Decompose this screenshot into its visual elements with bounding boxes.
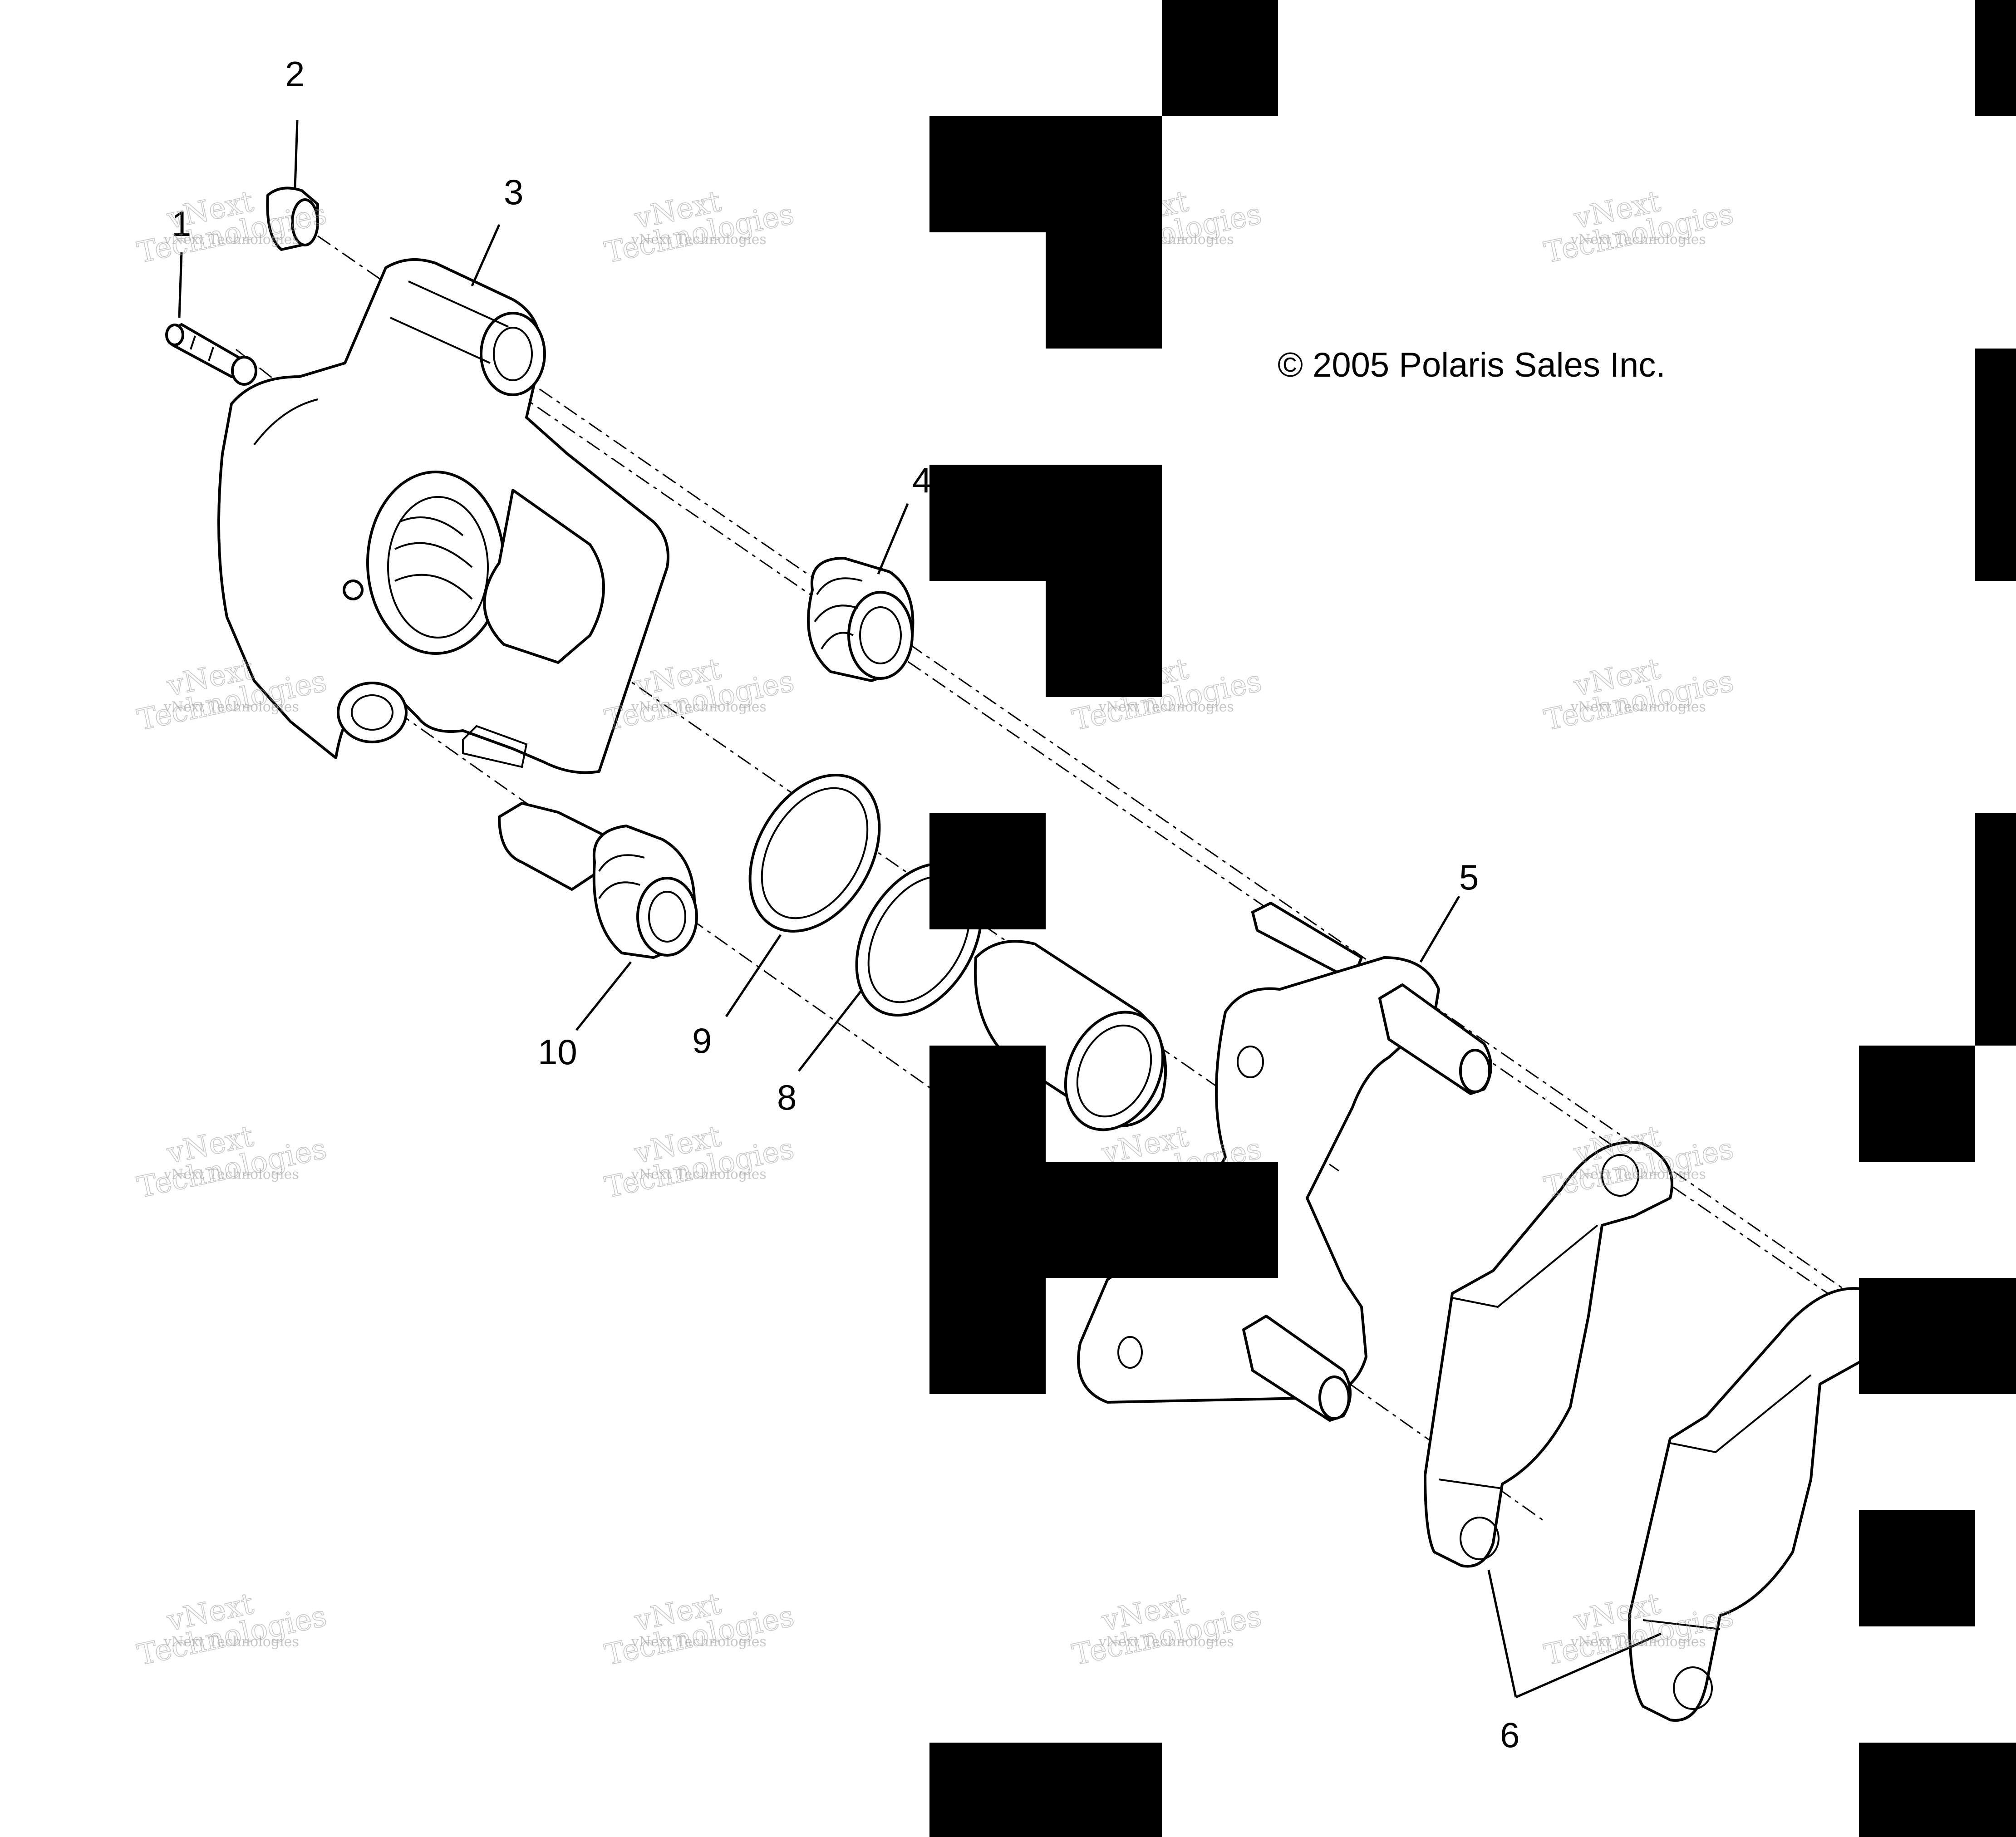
callout-6: 6 bbox=[1500, 1715, 1519, 1755]
redaction-block bbox=[929, 116, 1162, 232]
redaction-block bbox=[1859, 1046, 1975, 1162]
redaction-block bbox=[1975, 0, 2016, 116]
redaction-block bbox=[1046, 232, 1162, 349]
svg-text:vNext Technologies: vNext Technologies bbox=[163, 231, 299, 247]
redaction-block bbox=[929, 1743, 1162, 1837]
svg-text:vNext Technologies: vNext Technologies bbox=[163, 1166, 299, 1182]
svg-text:vNext Technologies: vNext Technologies bbox=[1570, 699, 1706, 715]
callout-9: 9 bbox=[692, 1021, 712, 1061]
seal-ring-part-9 bbox=[748, 774, 881, 933]
copyright-notice: © 2005 Polaris Sales Inc. bbox=[1278, 346, 1665, 384]
redaction-blocks bbox=[929, 0, 2016, 1837]
svg-text:vNext Technologies: vNext Technologies bbox=[163, 699, 299, 715]
svg-text:vNext Technologies: vNext Technologies bbox=[163, 1634, 299, 1650]
slide-pin-part-10 bbox=[498, 802, 698, 959]
callout-5: 5 bbox=[1459, 857, 1479, 897]
bleeder-screw-part-1 bbox=[165, 323, 257, 386]
svg-text:vNext Technologies: vNext Technologies bbox=[1570, 231, 1706, 247]
callout-4: 4 bbox=[912, 460, 932, 500]
svg-text:vNext Technologies: vNext Technologies bbox=[1570, 1166, 1706, 1182]
callout-10: 10 bbox=[538, 1032, 577, 1072]
dust-boot-part-4 bbox=[807, 557, 915, 682]
callout-2: 2 bbox=[285, 54, 305, 94]
copyright-text: © 2005 Polaris Sales Inc. bbox=[1278, 346, 1665, 384]
callout-8: 8 bbox=[777, 1077, 797, 1117]
svg-text:vNext Technologies: vNext Technologies bbox=[631, 699, 767, 715]
redaction-block bbox=[1859, 1743, 2016, 1837]
cap-part-2 bbox=[266, 187, 319, 251]
caliper-piston bbox=[974, 940, 1167, 1131]
callout-numbers: 1 2 3 4 5 6 8 9 10 bbox=[172, 54, 1519, 1755]
redaction-block bbox=[929, 813, 1046, 929]
redaction-block bbox=[1046, 581, 1162, 697]
svg-text:vNext Technologies: vNext Technologies bbox=[631, 1166, 767, 1182]
callout-3: 3 bbox=[504, 172, 523, 212]
callout-1: 1 bbox=[172, 204, 191, 244]
redaction-block bbox=[1162, 0, 1278, 116]
redaction-block bbox=[1975, 349, 2016, 581]
callout-leader-lines bbox=[178, 120, 1662, 1699]
svg-text:vNext Technologies: vNext Technologies bbox=[631, 231, 767, 247]
redaction-block bbox=[1046, 1162, 1278, 1278]
redaction-block bbox=[929, 465, 1162, 581]
redaction-block bbox=[1859, 1278, 2016, 1394]
redaction-block bbox=[1859, 1510, 1975, 1626]
brake-pads-part-6 bbox=[1424, 1141, 1862, 1722]
redaction-block bbox=[1975, 813, 2016, 1046]
svg-text:vNext Technologies: vNext Technologies bbox=[1098, 1634, 1234, 1650]
svg-text:vNext Technologies: vNext Technologies bbox=[1098, 699, 1234, 715]
caliper-body-part-3 bbox=[217, 258, 669, 774]
redaction-block bbox=[929, 1046, 1046, 1394]
svg-text:vNext Technologies: vNext Technologies bbox=[631, 1634, 767, 1650]
svg-text:vNext Technologies: vNext Technologies bbox=[1570, 1634, 1706, 1650]
